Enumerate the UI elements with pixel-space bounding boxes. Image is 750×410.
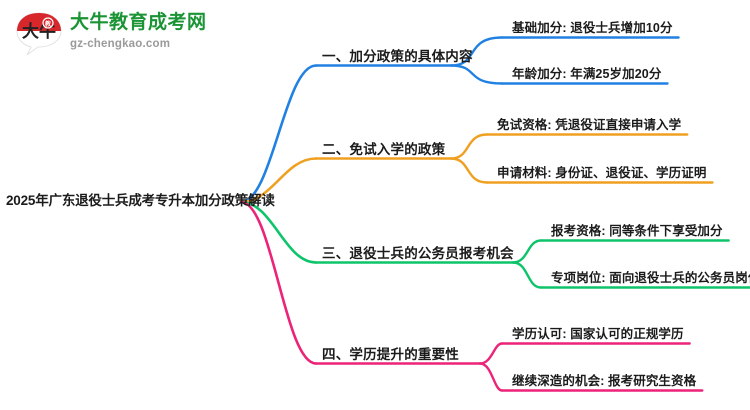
site-logo: 大牛 教 大牛教育成考网 gz-chengkao.com — [14, 8, 206, 60]
leaf-label-3-2[interactable]: 专项岗位: 面向退役士兵的公务员岗位 — [551, 271, 750, 285]
branch-label-3[interactable]: 三、退役士兵的公务员报考机会 — [322, 246, 514, 261]
leaf-label-2-2[interactable]: 申请材料: 身份证、退役证、学历证明 — [497, 166, 707, 180]
leaf-label-1-2[interactable]: 年龄加分: 年满25岁加20分 — [512, 67, 662, 81]
logo-title: 大牛教育成考网 — [70, 12, 207, 33]
leaf-label-1-1[interactable]: 基础加分: 退役士兵增加10分 — [512, 21, 673, 35]
svg-text:教: 教 — [44, 20, 52, 28]
branch-label-4[interactable]: 四、学历提升的重要性 — [322, 347, 459, 362]
branch-label-1[interactable]: 一、加分政策的具体内容 — [322, 49, 473, 64]
logo-subtitle: gz-chengkao.com — [70, 38, 171, 50]
leaf-label-4-2[interactable]: 继续深造的机会: 报考研究生资格 — [512, 374, 697, 388]
leaf-label-4-1[interactable]: 学历认可: 国家认可的正规学历 — [512, 327, 684, 341]
logo-mark-icon: 大牛 教 — [16, 12, 62, 56]
leaf-label-2-1[interactable]: 免试资格: 凭退役证直接申请入学 — [497, 118, 682, 132]
leaf-label-3-1[interactable]: 报考资格: 同等条件下享受加分 — [551, 224, 723, 238]
branch-label-2[interactable]: 二、免试入学的政策 — [322, 142, 446, 157]
root-node-label: 2025年广东退役士兵成考专升本加分政策解读 — [6, 193, 275, 208]
